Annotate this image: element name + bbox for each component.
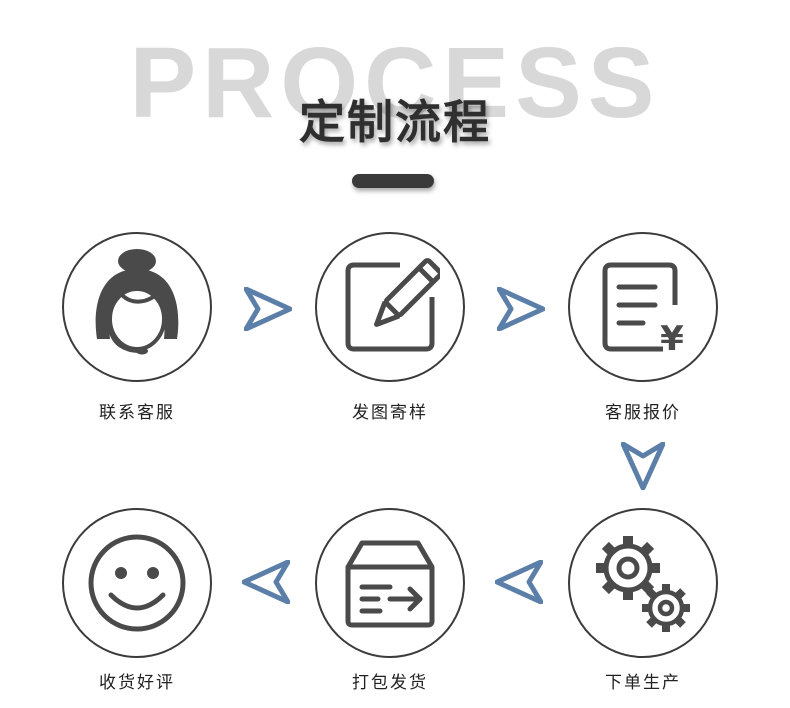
step-production bbox=[568, 508, 718, 658]
step-contact-service bbox=[62, 232, 212, 382]
step-quote: ¥ bbox=[568, 232, 718, 382]
step-label: 下单生产 bbox=[605, 673, 681, 693]
step-label: 发图寄样 bbox=[352, 403, 428, 423]
step-packing-shipping bbox=[315, 508, 465, 658]
step-label: 打包发货 bbox=[352, 673, 428, 693]
yen-symbol: ¥ bbox=[660, 319, 684, 357]
edit-pencil-icon bbox=[345, 258, 440, 352]
customer-service-icon bbox=[95, 249, 179, 355]
background-watermark-word: PROCESS bbox=[129, 27, 661, 139]
arrow-down-icon bbox=[621, 442, 665, 490]
step-label: 客服报价 bbox=[605, 403, 681, 423]
arrow-right-icon bbox=[244, 287, 292, 331]
page-title: 定制流程 bbox=[299, 95, 491, 149]
gears-icon bbox=[596, 536, 690, 632]
step-label: 收货好评 bbox=[99, 673, 175, 693]
step-label: 联系客服 bbox=[99, 403, 175, 423]
step-receive-review bbox=[62, 508, 212, 658]
title-underline-bar bbox=[352, 174, 434, 188]
quote-document-icon: ¥ bbox=[602, 262, 684, 357]
arrow-right-icon bbox=[497, 287, 545, 331]
arrow-left-icon bbox=[495, 560, 543, 604]
arrow-left-icon bbox=[242, 560, 290, 604]
step-send-samples bbox=[315, 232, 465, 382]
package-icon bbox=[345, 540, 435, 628]
smiley-icon bbox=[88, 534, 186, 632]
